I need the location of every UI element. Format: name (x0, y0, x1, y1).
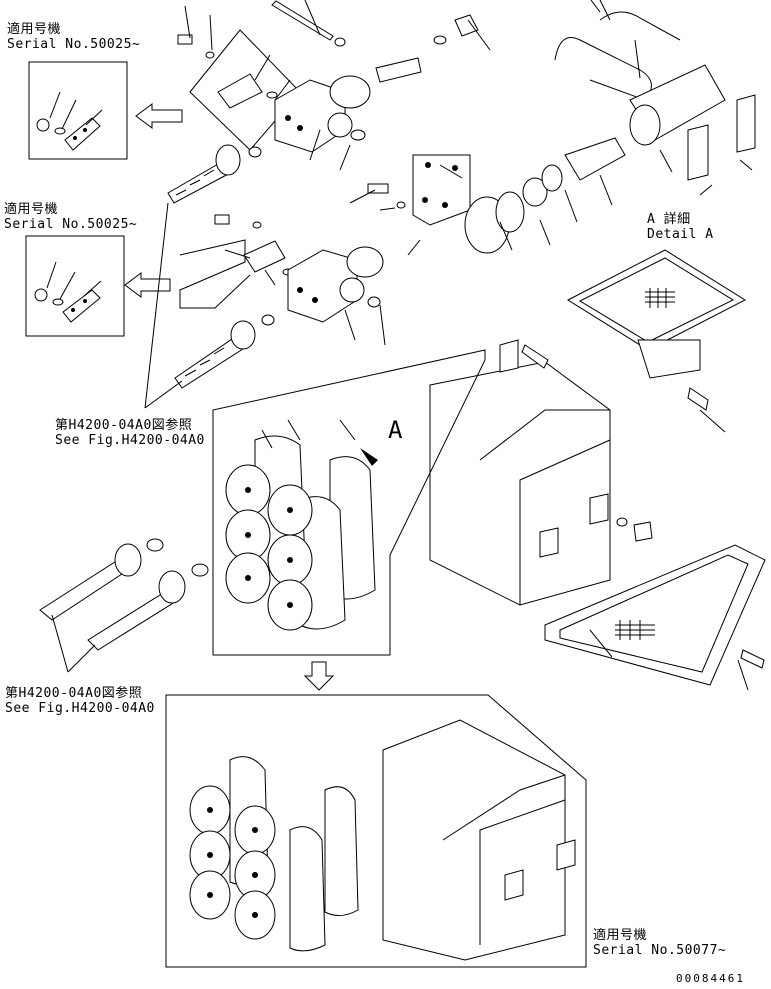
detail-a-label: A 詳細 Detail A (647, 212, 714, 242)
arrow-to-inset-1 (135, 103, 183, 129)
serial-label-3-jp: 適用号機 (593, 928, 648, 943)
detail-a-plate (566, 249, 747, 411)
lower-valve-assembly (174, 214, 384, 389)
serial-label-1-en: Serial No.50025~ (7, 37, 141, 52)
cover-plate (544, 544, 766, 686)
left-pipes (39, 538, 209, 673)
reference-label-2-en: See Fig.H4200-04A0 (5, 701, 155, 716)
view-a-label: A (388, 416, 403, 444)
main-frame (429, 339, 653, 606)
mounting-bracket (367, 137, 626, 254)
serial-label-1: 適用号機 Serial No.50025~ (7, 22, 140, 52)
lower-variant-assembly (165, 694, 587, 968)
reference-label-2-jp: 第H4200-04A0図参照 (5, 686, 143, 701)
reference-label-1: 第H4200-04A0図参照 See Fig.H4200-04A0 (55, 418, 205, 448)
serial-label-1-jp: 適用号機 (7, 22, 62, 37)
reference-label-1-en: See Fig.H4200-04A0 (55, 433, 205, 448)
serial-label-3-en: Serial No.50077~ (593, 943, 727, 958)
serial-label-2-en: Serial No.50025~ (4, 217, 138, 232)
detail-a-label-en: Detail A (647, 227, 714, 242)
inset-box-serial-2 (25, 235, 125, 337)
reference-arrows-1 (144, 202, 183, 409)
arrow-to-inset-2 (124, 272, 171, 298)
inset-box-serial-1 (28, 61, 128, 160)
reference-label-1-jp: 第H4200-04A0図参照 (55, 418, 193, 433)
cylinder-bank-upper (212, 349, 486, 656)
serial-label-3: 適用号機 Serial No.50077~ (593, 928, 726, 958)
serial-label-2: 適用号機 Serial No.50025~ (4, 202, 137, 232)
drawing-number: 00084461 (676, 972, 745, 985)
detail-a-label-jp: A 詳細 (647, 212, 691, 227)
serial-label-2-jp: 適用号機 (4, 202, 59, 217)
reference-label-2: 第H4200-04A0図参照 See Fig.H4200-04A0 (5, 686, 155, 716)
leader-lines (184, 0, 749, 691)
arrow-down (303, 661, 335, 691)
tank-assembly (554, 0, 756, 181)
